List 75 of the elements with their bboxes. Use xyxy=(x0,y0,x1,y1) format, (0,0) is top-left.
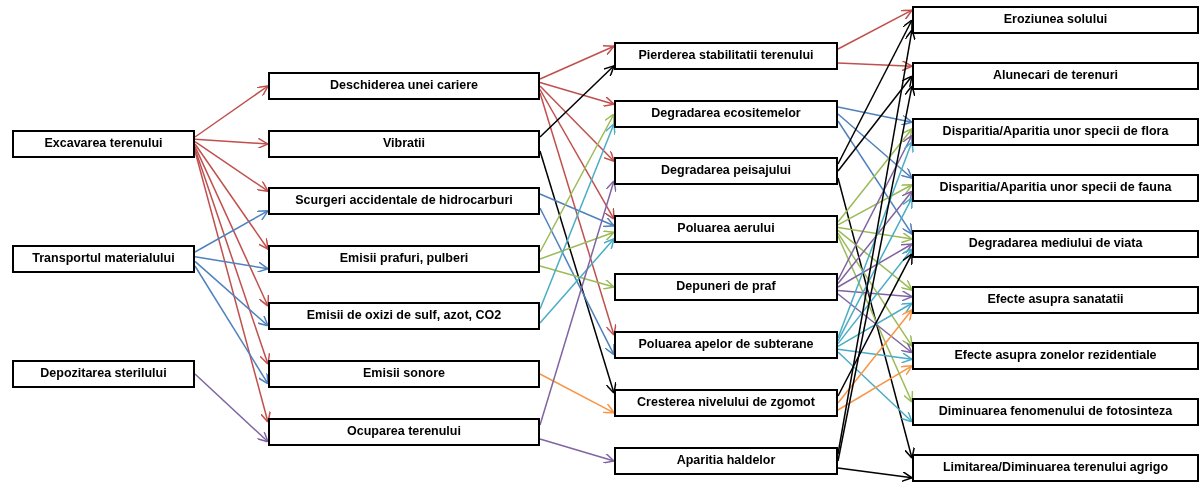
arrow xyxy=(837,60,913,72)
process-box: Transportul materialului xyxy=(12,245,195,273)
arrow xyxy=(194,255,269,273)
process-box: Efecte asupra sanatatii xyxy=(912,286,1199,314)
process-box: Depuneri de praf xyxy=(614,273,838,301)
process-box: Disparitia/Aparitia unor specii de flora xyxy=(912,118,1199,146)
process-box: Emisii sonore xyxy=(268,360,540,388)
arrow xyxy=(539,65,615,138)
arrow xyxy=(539,207,615,356)
arrow xyxy=(837,134,913,281)
arrow xyxy=(837,289,913,302)
process-box: Aparitia haldelor xyxy=(614,447,838,475)
process-box: Efecte asupra zonelor rezidentiale xyxy=(912,342,1199,370)
arrow xyxy=(837,248,913,345)
arrow xyxy=(837,184,913,226)
arrow xyxy=(837,197,913,342)
arrow xyxy=(837,127,913,223)
arrow xyxy=(837,467,913,483)
process-box: Poluarea aerului xyxy=(614,215,838,243)
arrow xyxy=(194,260,269,327)
process-box: Diminuarea fenomenului de fotosinteza xyxy=(912,398,1199,426)
process-box: Cresterea nivelului de zgomot xyxy=(614,389,838,417)
arrow xyxy=(837,348,913,364)
arrow xyxy=(837,243,913,288)
arrow xyxy=(194,140,269,192)
process-box: Poluarea apelor de subterane xyxy=(614,331,838,359)
arrow xyxy=(194,85,269,138)
arrow xyxy=(194,373,269,443)
process-box: Vibratii xyxy=(268,130,540,158)
arrow xyxy=(539,373,615,414)
arrow xyxy=(194,265,269,385)
arrow xyxy=(194,143,269,250)
process-box: Emisii de oxizi de sulf, azot, CO2 xyxy=(268,302,540,330)
process-box: Alunecari de terenuri xyxy=(912,62,1199,90)
arrow xyxy=(837,190,913,285)
arrow xyxy=(837,253,913,397)
process-box: Disparitia/Aparitia unor specii de fauna xyxy=(912,174,1199,202)
arrow xyxy=(837,229,913,291)
process-box: Excavarea terenului xyxy=(12,130,195,158)
arrow xyxy=(539,438,615,464)
arrow xyxy=(194,210,269,253)
process-box: Degradarea ecositemelor xyxy=(614,100,838,128)
arrow xyxy=(837,75,913,172)
process-box: Ocuparea terenului xyxy=(268,418,540,446)
arrow xyxy=(837,365,913,411)
arrow xyxy=(539,238,615,324)
arrow xyxy=(837,226,913,244)
process-box: Eroziunea solului xyxy=(912,6,1199,34)
process-box: Limitarea/Diminuarea terenului agrigo xyxy=(912,454,1199,482)
arrow xyxy=(539,88,615,220)
arrow xyxy=(194,137,269,150)
arrow xyxy=(539,230,615,260)
arrow xyxy=(539,44,615,80)
arrow xyxy=(539,85,615,162)
arrow xyxy=(837,309,913,404)
arrow xyxy=(837,232,913,347)
arrow xyxy=(837,302,913,348)
arrow xyxy=(837,19,913,165)
arrow xyxy=(539,265,615,290)
arrow xyxy=(539,193,615,228)
arrow xyxy=(837,120,913,235)
arrow xyxy=(837,351,913,423)
arrow xyxy=(837,113,913,179)
arrow xyxy=(837,106,913,126)
process-box: Degradarea mediului de viata xyxy=(912,230,1199,258)
process-box: Scurgeri accidentale de hidrocarburi xyxy=(268,187,540,215)
process-box: Degradarea peisajului xyxy=(614,157,838,185)
process-box: Emisii prafuri, pulberi xyxy=(268,245,540,273)
process-box: Pierderea stabilitatii terenului xyxy=(614,42,838,70)
arrow xyxy=(837,293,913,354)
process-box: Deschiderea unei cariere xyxy=(268,72,540,100)
arrow xyxy=(539,113,615,253)
process-box: Depozitarea sterilului xyxy=(12,360,195,388)
arrow xyxy=(837,9,913,50)
arrow xyxy=(539,81,615,107)
